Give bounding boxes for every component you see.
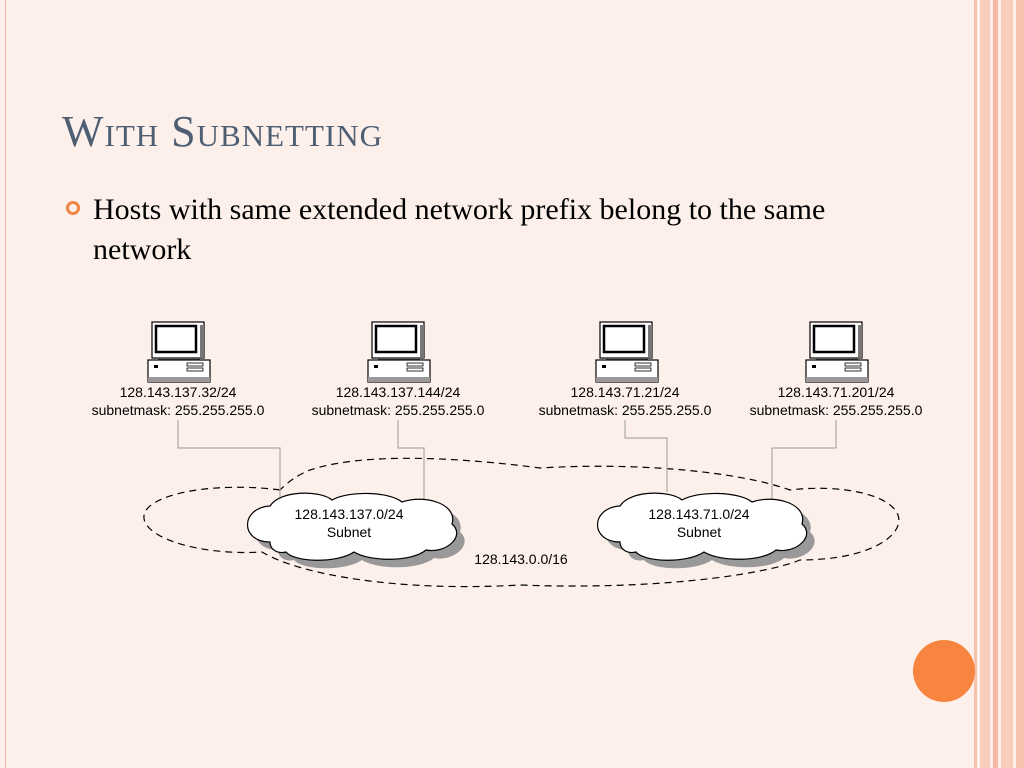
host-computer-icon <box>804 320 870 384</box>
host-ip-label: 128.143.137.144/24 <box>336 384 461 400</box>
host-mask-label: subnetmask: 255.255.255.0 <box>92 402 265 418</box>
decorative-orange-circle <box>913 640 975 702</box>
network-prefix-label: 128.143.0.0/16 <box>474 551 568 567</box>
bullet-circle-icon <box>66 201 80 215</box>
host-computer-icon <box>594 320 660 384</box>
subnet-network-label: 128.143.71.0/24 <box>648 506 749 522</box>
bullet-text: Hosts with same extended network prefix … <box>93 193 826 266</box>
host-mask-label: subnetmask: 255.255.255.0 <box>539 402 712 418</box>
host-ip-label: 128.143.137.32/24 <box>120 384 237 400</box>
network-boundary <box>143 457 900 588</box>
host-links <box>177 420 837 505</box>
slide-title: With Subnetting <box>62 107 384 156</box>
host-computer-icon <box>146 320 212 384</box>
host-ip-label: 128.143.71.201/24 <box>778 384 895 400</box>
subnet-type-label: Subnet <box>327 524 371 540</box>
host-mask-label: subnetmask: 255.255.255.0 <box>750 402 923 418</box>
subnet-type-label: Subnet <box>677 524 721 540</box>
host-computer-icon <box>366 320 432 384</box>
right-decorative-stripes <box>974 0 1024 768</box>
host-mask-label: subnetmask: 255.255.255.0 <box>312 402 485 418</box>
left-border-rule <box>5 0 6 768</box>
subnet-network-label: 128.143.137.0/24 <box>295 506 404 522</box>
host-ip-label: 128.143.71.21/24 <box>571 384 680 400</box>
